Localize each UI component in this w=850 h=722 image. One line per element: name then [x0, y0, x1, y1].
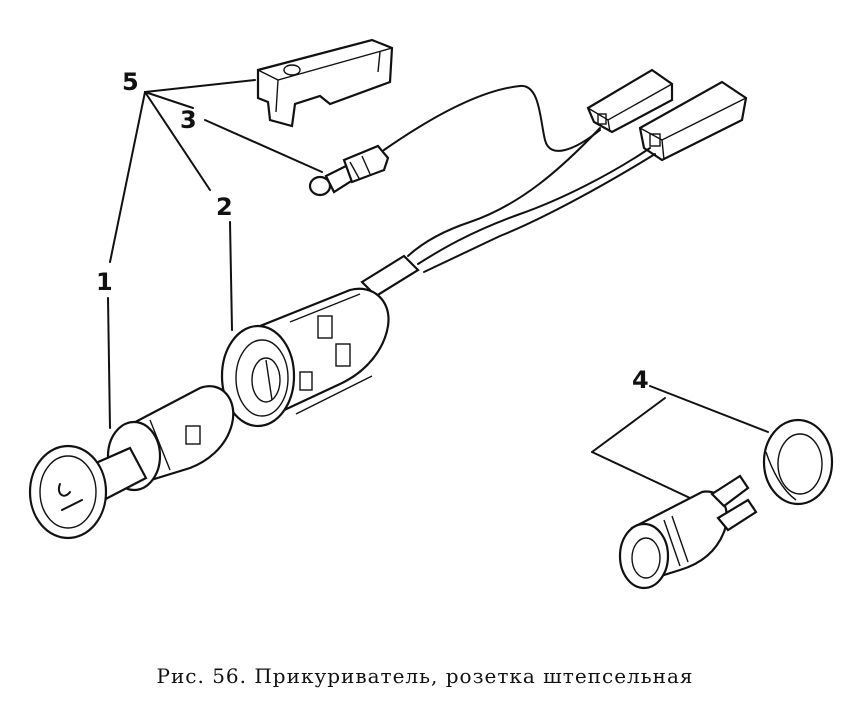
ring-nut: [762, 418, 834, 506]
outlet-socket: [618, 474, 758, 590]
callout-1: 1: [96, 268, 113, 296]
wire-harness: [360, 127, 656, 298]
leader-lines: [107, 79, 769, 499]
callout-3: 3: [180, 106, 197, 134]
callout-4: 4: [632, 366, 649, 394]
connector-1: [586, 68, 674, 134]
lighter-plug: [28, 385, 235, 540]
callout-5: 5: [122, 68, 139, 96]
bulb-socket: [308, 84, 601, 197]
callout-2: 2: [216, 193, 233, 221]
lamp-cover: [256, 38, 394, 128]
lighter-socket: [220, 287, 390, 428]
figure-caption: Рис. 56. Прикуриватель, розетка штепсель…: [156, 664, 694, 688]
connector-2: [638, 80, 748, 162]
